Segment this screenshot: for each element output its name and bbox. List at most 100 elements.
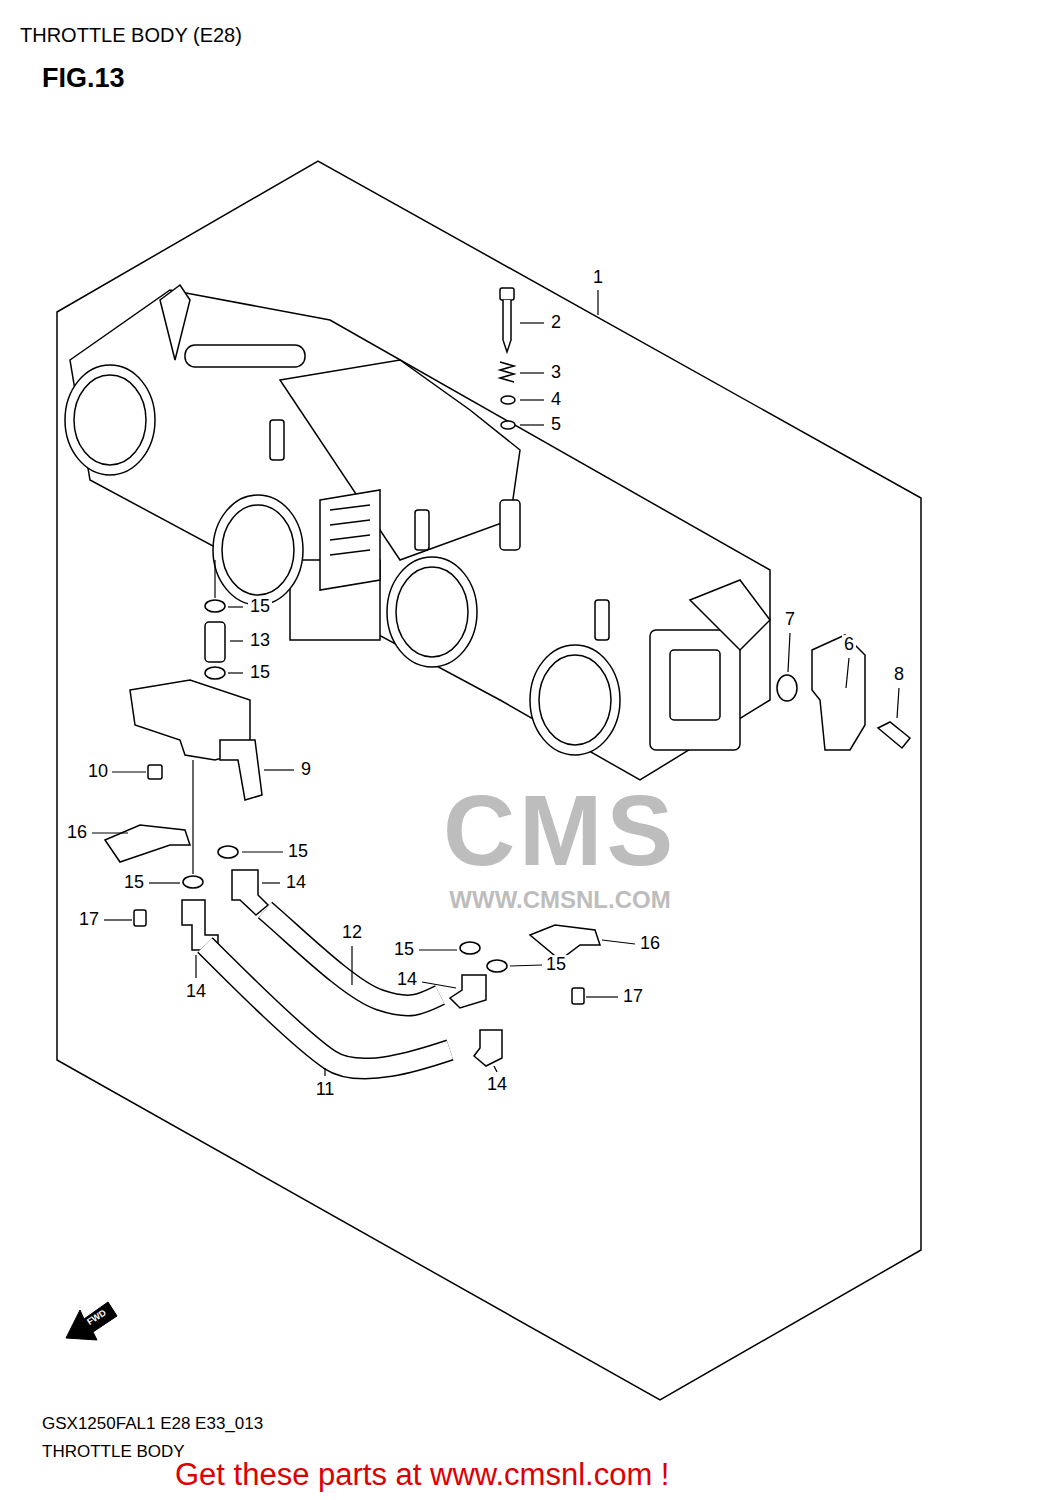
- drawing-path: [265, 910, 440, 1005]
- drawing-ellipse: [74, 375, 146, 465]
- callout-number: 1: [591, 268, 605, 288]
- drawing-path: [510, 965, 542, 966]
- drawing-rect: [415, 510, 429, 550]
- callout-number: 15: [248, 597, 272, 617]
- drawing-path: [228, 606, 243, 607]
- drawing-path: [812, 635, 865, 750]
- callout-number: 15: [248, 663, 272, 683]
- drawing-ellipse: [205, 600, 225, 612]
- drawing-path: [265, 910, 440, 1005]
- drawing-path: [897, 688, 899, 718]
- drawing-ellipse: [218, 846, 238, 858]
- callout-number: 5: [549, 415, 563, 435]
- drawing-path: [586, 996, 618, 997]
- callout-number: 15: [286, 842, 310, 862]
- watermark: WWW.CMSNL.COM: [449, 887, 670, 913]
- drawing-polygon: [57, 161, 921, 1400]
- drawing-rect: [134, 910, 146, 926]
- drawing-path: [520, 322, 544, 323]
- drawing-path: [92, 832, 128, 833]
- callout-number: 6: [842, 635, 856, 655]
- drawing-path: [324, 1068, 325, 1076]
- drawing-polygon: [66, 1302, 117, 1340]
- drawing-rect: [500, 288, 514, 300]
- drawing-path: [112, 771, 146, 772]
- drawing-path: [846, 658, 849, 688]
- drawing-path: [192, 760, 193, 874]
- advert-text: Get these parts at www.cmsnl.com !: [175, 1458, 669, 1492]
- drawing-path: [330, 505, 370, 555]
- drawing-path: [878, 722, 910, 748]
- callout-number: 8: [892, 665, 906, 685]
- callout-number: 4: [549, 390, 563, 410]
- drawing-path: [320, 490, 380, 590]
- assembly-frame: [57, 161, 921, 1400]
- callout-number: 10: [86, 762, 110, 782]
- drawing-path: [104, 919, 132, 920]
- drawing-path: [500, 362, 514, 382]
- callout-number: 2: [549, 313, 563, 333]
- callout-number: 7: [783, 610, 797, 630]
- drawing-ellipse: [205, 667, 225, 679]
- callout-number: 13: [248, 631, 272, 651]
- drawing-rect: [270, 420, 284, 460]
- page-title: THROTTLE BODY (E28): [20, 24, 242, 46]
- drawing-ellipse: [501, 421, 515, 429]
- drawing-path: [280, 360, 520, 560]
- drawing-rect: [595, 600, 609, 640]
- drawing-code: GSX1250FAL1 E28 E33_013: [42, 1415, 263, 1434]
- drawing-rect: [205, 622, 225, 662]
- throttle-body: [65, 285, 770, 780]
- drawing-path: [788, 633, 790, 672]
- callout-number: 17: [77, 910, 101, 930]
- drawing-path: [195, 955, 196, 978]
- drawing-ellipse: [460, 942, 480, 954]
- drawing-path: [419, 949, 457, 950]
- drawing-ellipse: [183, 876, 203, 888]
- drawing-path: [264, 769, 294, 770]
- drawing-ellipse: [387, 557, 477, 667]
- drawing-path: [494, 1066, 497, 1072]
- drawing-path: [602, 940, 635, 944]
- drawing-path: [503, 300, 511, 352]
- callout-number: 12: [340, 923, 364, 943]
- drawing-path: [149, 882, 180, 883]
- callout-number: 11: [314, 1080, 337, 1100]
- forward-arrow: [66, 1302, 117, 1340]
- callout-number: 16: [65, 823, 89, 843]
- drawing-path: [520, 399, 544, 400]
- drawing-rect: [572, 988, 584, 1004]
- callout-number: 15: [544, 955, 568, 975]
- watermark: CMS: [443, 775, 677, 885]
- callout-number: 3: [549, 363, 563, 383]
- drawing-path: [597, 290, 598, 315]
- drawing-path: [232, 870, 268, 915]
- drawing-ellipse: [777, 675, 797, 701]
- drawing-ellipse: [65, 365, 155, 475]
- drawing-path: [160, 285, 190, 360]
- drawing-path: [262, 882, 280, 883]
- leader-lines: [92, 290, 899, 1076]
- callout-number: 15: [392, 940, 416, 960]
- callout-number: 17: [621, 987, 645, 1007]
- drawing-rect: [148, 765, 162, 779]
- callout-number: 14: [395, 970, 419, 990]
- drawing-name: THROTTLE BODY: [42, 1443, 185, 1462]
- callout-number: 16: [638, 934, 662, 954]
- drawing-path: [450, 975, 486, 1008]
- drawing-path: [474, 1030, 502, 1066]
- drawing-polygon: [105, 825, 190, 862]
- drawing-rect: [670, 650, 720, 720]
- drawing-ellipse: [530, 645, 620, 755]
- drawing-rect: [185, 345, 305, 367]
- drawing-ellipse: [396, 567, 468, 657]
- callout-number: 14: [284, 873, 308, 893]
- drawing-path: [230, 640, 243, 641]
- callout-number: 14: [485, 1075, 509, 1095]
- drawing-polygon: [70, 290, 770, 780]
- drawing-ellipse: [222, 505, 294, 595]
- drawing-ellipse: [487, 960, 507, 972]
- drawing-rect: [500, 500, 520, 550]
- drawing-ellipse: [539, 655, 611, 745]
